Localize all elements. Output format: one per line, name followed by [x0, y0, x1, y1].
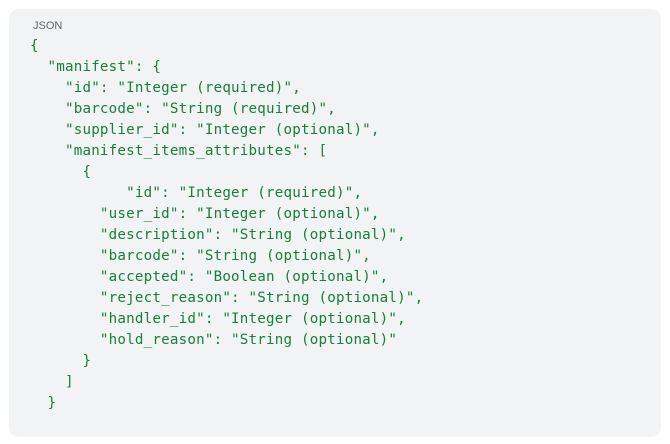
- code-line: "manifest_items_attributes": [: [30, 143, 328, 159]
- code-line: }: [30, 395, 57, 411]
- code-language-label: JSON: [33, 20, 63, 32]
- code-line: "reject_reason": "String (optional)",: [30, 290, 424, 306]
- code-line: }: [30, 353, 92, 369]
- code-line: "barcode": "String (optional)",: [30, 248, 371, 264]
- code-line: ]: [30, 374, 74, 390]
- code-line: "hold_reason": "String (optional)": [30, 332, 398, 348]
- code-line: {: [30, 38, 39, 54]
- code-content[interactable]: { "manifest": { "id": "Integer (required…: [30, 36, 423, 414]
- code-line: "supplier_id": "Integer (optional)",: [30, 122, 380, 138]
- code-line: "description": "String (optional)",: [30, 227, 406, 243]
- code-line: "barcode": "String (required)",: [30, 101, 336, 117]
- code-line: "accepted": "Boolean (optional)",: [30, 269, 389, 285]
- code-line: "id": "Integer (required)",: [30, 80, 301, 96]
- code-line: "id": "Integer (required)",: [30, 185, 363, 201]
- code-line: "manifest": {: [30, 59, 162, 75]
- code-line: {: [30, 164, 92, 180]
- code-block: JSON { "manifest": { "id": "Integer (req…: [9, 9, 661, 437]
- code-line: "handler_id": "Integer (optional)",: [30, 311, 406, 327]
- code-line: "user_id": "Integer (optional)",: [30, 206, 380, 222]
